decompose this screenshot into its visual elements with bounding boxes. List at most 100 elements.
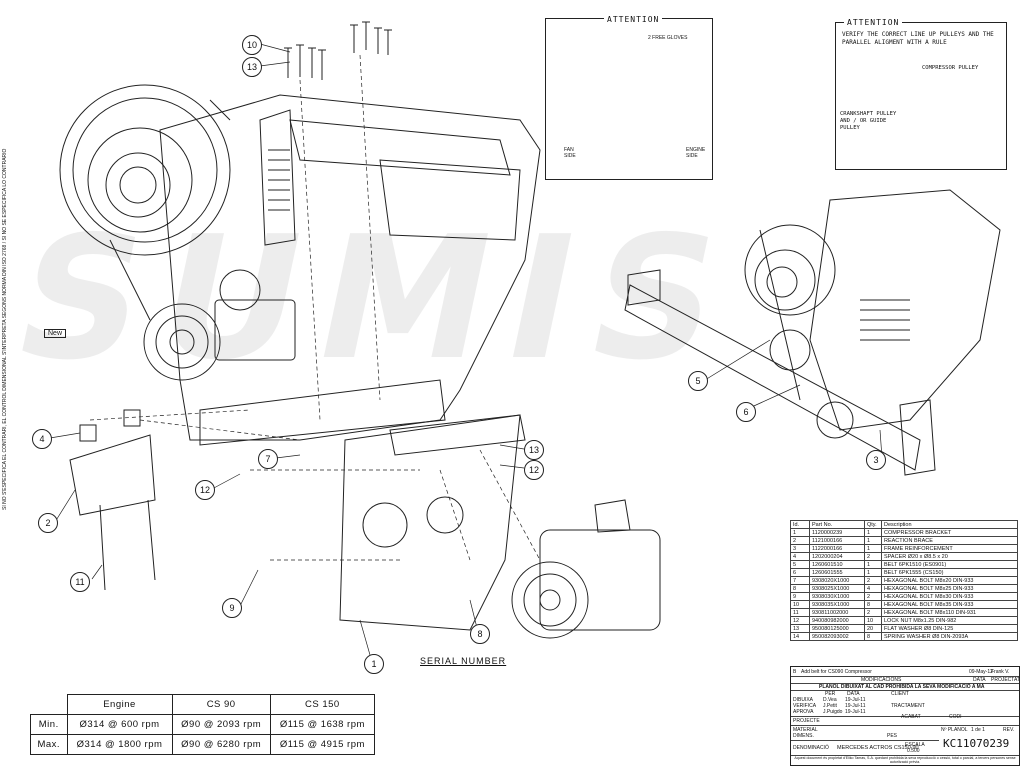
parts-cell-qty: 1 [864, 568, 882, 577]
free-grooves-label: 2 FREE GLOVES [648, 35, 688, 41]
drawing-number: KC11070239 [943, 737, 1010, 750]
col-qty: Qty. [864, 520, 882, 529]
parts-cell-description: SPACER Ø20 x Ø8.5 x 20 [881, 552, 1018, 561]
denominacio-label: DENOMINACIÓ [793, 745, 829, 751]
col-part-no: Part No. [809, 520, 865, 529]
callout-11: 11 [70, 572, 90, 592]
parts-cell-part-no: 1120000239 [809, 528, 865, 537]
parts-cell-part-no: 9308030X1000 [809, 592, 865, 601]
col-id: Id. [790, 520, 810, 529]
callout-4: 4 [32, 429, 52, 449]
iso-assembly-view [744, 189, 1001, 439]
parts-cell-description: COMPRESSOR BRACKET [881, 528, 1018, 537]
ownership-footer: Aquest document és propietat d'Eliko Tam… [794, 756, 1016, 764]
parts-cell-id: 4 [790, 552, 810, 561]
parts-cell-id: 7 [790, 576, 810, 585]
attention-title: ATTENTION [604, 15, 663, 24]
crankshaft-pulley-label: CRANKSHAFT PULLEY AND / OR GUIDE PULLEY [840, 111, 897, 131]
frame-reinforcement [624, 284, 921, 471]
parts-cell-description: HEXAGONAL BOLT M8x110 DIN-931 [881, 608, 1018, 617]
parts-cell-description: REACTION BRACE [881, 536, 1018, 545]
parts-cell-id: 2 [790, 536, 810, 545]
parts-cell-description: FRAME REINFORCEMENT [881, 544, 1018, 553]
callout-3: 3 [866, 450, 886, 470]
speed-col-blank [30, 694, 68, 715]
cad-notice: PLANOL DIBUIXAT AL CAD PROHIBIDA LA SEVA… [819, 684, 985, 690]
callout-13-top: 13 [242, 57, 262, 77]
date-header: DATA [973, 677, 986, 683]
planol-number-label: Nº PLANOL [941, 727, 968, 733]
parts-cell-qty: 1 [864, 544, 882, 553]
aprova-date: 19-Jul-11 [845, 709, 866, 715]
projecte-label: PROJECTE [793, 718, 820, 724]
parts-cell-part-no: 1122000166 [809, 544, 865, 553]
parts-cell-part-no: 1202000204 [809, 552, 865, 561]
parts-cell-part-no: 1260601510 [809, 560, 865, 569]
verifica-date: 19-Jul-11 [845, 703, 866, 709]
serial-number-label: SERIAL NUMBER [420, 656, 507, 666]
speed-row-label: Max. [30, 734, 68, 755]
modifications-header: MODIFICACIONS [861, 677, 902, 683]
material-label: MATERIAL [793, 727, 818, 733]
tractament-label: TRACTAMENT [891, 703, 925, 709]
callout-10: 10 [242, 35, 262, 55]
acabat-label: ACABAT [901, 714, 921, 720]
speed-col-engine: Engine [66, 694, 173, 715]
parts-cell-qty: 1 [864, 560, 882, 569]
speed-cell: Ø90 @ 2093 rpm [171, 714, 271, 735]
rev-label: REV. [1003, 727, 1015, 733]
rev-letter: B [793, 669, 797, 675]
callout-13-right: 13 [524, 440, 544, 460]
engine-side-label: ENGINE SIDE [686, 147, 706, 159]
parts-cell-description: BELT 6PK1555 (CS150) [881, 568, 1018, 577]
dimens-label: DIMENS. [793, 733, 814, 739]
project-header: PROJECTAT [991, 677, 1020, 683]
data-header: DATA [847, 691, 860, 697]
parts-cell-qty: 8 [864, 600, 882, 609]
parts-cell-qty: 8 [864, 632, 882, 641]
callout-8: 8 [470, 624, 490, 644]
speed-col-cs90: CS 90 [171, 694, 271, 715]
per-header: PER [825, 691, 836, 697]
parts-list-table: Id. Part No. Qty. Description 1 112000023… [790, 520, 1018, 641]
pes-label: PES [887, 733, 898, 739]
parts-cell-id: 8 [790, 584, 810, 593]
col-description: Description [881, 520, 1018, 529]
parts-cell-description: FLAT WASHER Ø8 DIN-125 [881, 624, 1018, 633]
callout-9: 9 [222, 598, 242, 618]
parts-cell-description: HEXAGONAL BOLT M8x30 DIN-933 [881, 592, 1018, 601]
client-header: CLIENT [891, 691, 909, 697]
escala-label: ESCALA [905, 742, 925, 748]
compressor-bracket [339, 414, 521, 631]
parts-cell-part-no: 9308035X1000 [809, 600, 865, 609]
callout-12-left: 12 [195, 480, 215, 500]
aprova-label: APROVA [793, 709, 814, 715]
parts-cell-qty: 2 [864, 552, 882, 561]
compressor [511, 499, 661, 639]
parts-cell-id: 6 [790, 568, 810, 577]
parts-cell-qty: 20 [864, 624, 882, 633]
parts-cell-part-no: 950082093002 [809, 632, 865, 641]
parts-cell-id: 3 [790, 544, 810, 553]
crankshaft-pulley [59, 84, 231, 256]
parts-cell-part-no: 940080982000 [809, 616, 865, 625]
parts-cell-part-no: 1260601555 [809, 568, 865, 577]
parts-cell-qty: 10 [864, 616, 882, 625]
escala-value: 0.500 [907, 748, 920, 754]
dibuixa-date: 19-Jul-11 [845, 697, 866, 703]
bolt-group-top [284, 21, 392, 80]
parts-cell-description: SPRING WASHER Ø8 DIN-2093A [881, 632, 1018, 641]
callout-7: 7 [258, 449, 278, 469]
